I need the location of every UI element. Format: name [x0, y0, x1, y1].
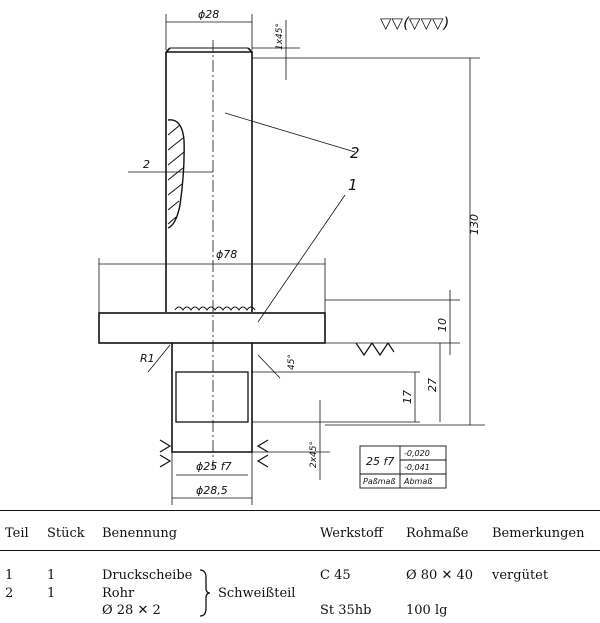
dim-angle: 45° — [287, 354, 297, 370]
row1-bemerkungen: vergütet — [492, 568, 549, 583]
group-label: Schweißteil — [218, 586, 296, 601]
row1-rohmasse: Ø 80 ✕ 40 — [406, 568, 474, 583]
dim-chamfer-top: 1x45° — [275, 23, 285, 50]
parts-table: Teil Stück Benennung Werkstoff Rohmaße B… — [0, 510, 600, 623]
row2-werkstoff: St 35hb — [320, 603, 372, 618]
header-teil: Teil — [5, 526, 29, 541]
tolerance-col1: Paßmaß — [363, 477, 396, 486]
header-rohmasse: Rohmaße — [406, 526, 469, 541]
dim-disc-thickness: 10 — [436, 318, 449, 332]
row2-benennung: Rohr — [102, 586, 135, 601]
dim-dia-285: ϕ28,5 — [196, 484, 228, 497]
dim-dia-tube-top: ϕ28 — [198, 8, 219, 21]
tolerance-upper: -0,020 — [404, 449, 430, 458]
lower-tube-outline — [171, 343, 253, 453]
row2-stueck: 1 — [47, 586, 56, 601]
header-benennung: Benennung — [102, 526, 178, 541]
dim-length-27: 27 — [426, 378, 439, 392]
item-2-label: 2 — [350, 144, 360, 162]
surface-symbol: ▽▽(▽▽▽) — [380, 14, 449, 32]
row2-teil: 2 — [5, 586, 14, 601]
group-brace — [199, 569, 211, 617]
row2-rohmasse: 100 lg — [406, 603, 448, 618]
dim-dia-disc: ϕ78 — [216, 248, 237, 261]
dim-fit-dia: ϕ25 f7 — [196, 460, 232, 473]
tolerance-lower: -0,041 — [404, 463, 430, 472]
tube-outline — [165, 51, 253, 312]
row1-benennung: Druckscheibe — [102, 568, 193, 583]
header-werkstoff: Werkstoff — [320, 526, 384, 541]
tolerance-col2: Abmaß — [403, 477, 432, 486]
weld-seam — [174, 306, 256, 311]
header-bemerkungen: Bemerkungen — [492, 526, 585, 541]
technical-drawing: ▽▽(▽▽▽) ϕ28 1x45° 2 2 1 ϕ78 130 10 R1 45… — [98, 8, 485, 505]
dim-length-total: 130 — [468, 214, 481, 235]
tolerance-fit: 25 f7 — [366, 455, 394, 468]
rohr-dims: Ø 28 ✕ 2 — [102, 603, 161, 618]
dim-wall-thickness: 2 — [143, 158, 150, 171]
header-stueck: Stück — [47, 526, 85, 541]
dim-length-17: 17 — [401, 390, 414, 404]
row1-stueck: 1 — [47, 568, 56, 583]
row1-werkstoff: C 45 — [320, 568, 351, 583]
row1-teil: 1 — [5, 568, 14, 583]
item-1-label: 1 — [348, 176, 358, 194]
disc-outline — [98, 312, 326, 344]
tolerance-table — [359, 445, 447, 489]
dim-chamfer-bottom: 2x45° — [309, 441, 319, 468]
dim-radius: R1 — [140, 352, 155, 365]
